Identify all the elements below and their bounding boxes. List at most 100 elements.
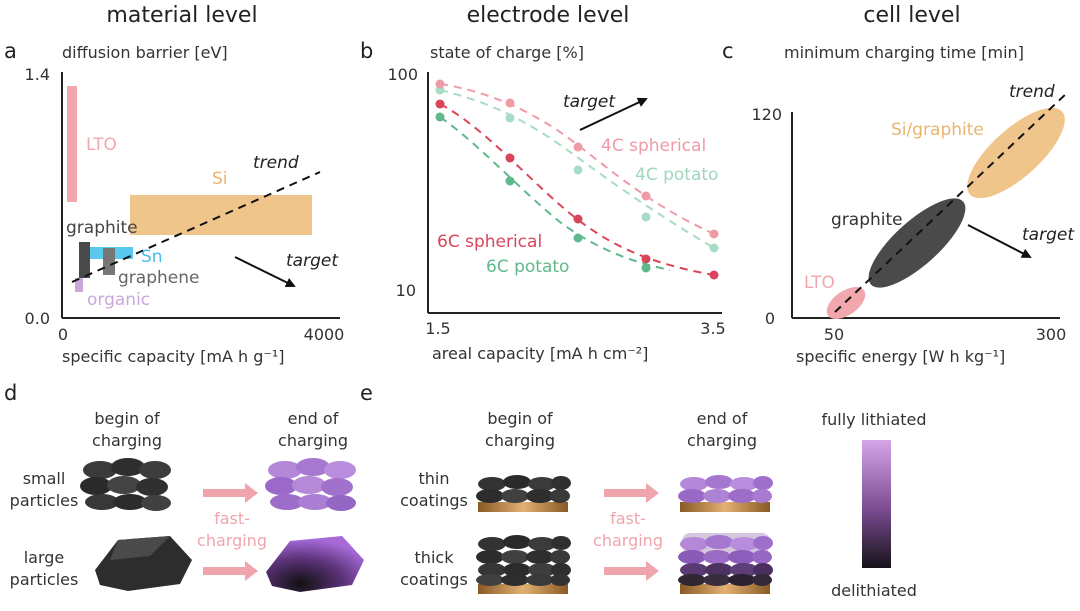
panel-e-end-line1: end of	[697, 409, 748, 428]
panel-b-xtick-left: 1.5	[425, 319, 450, 338]
panel-e-arrow-line1: fast-	[610, 509, 646, 528]
panel-a: a diffusion barrier [eV] 1.4 0.0 0 4000 …	[4, 39, 344, 366]
panel-c-target-label: target	[1022, 225, 1075, 245]
fast-charging-arrow-top-e	[604, 483, 659, 503]
panel-c-label: c	[722, 39, 734, 63]
label-4c-spherical: 4C spherical	[601, 136, 706, 156]
point-4c-potato	[573, 165, 583, 175]
point-4c-spherical	[641, 191, 651, 201]
panel-e: e begin of charging end of charging thin…	[360, 381, 773, 594]
legend-gradient-bar	[862, 440, 891, 568]
panel-a-ytick-bottom: 0.0	[25, 309, 50, 328]
point-6c-potato	[505, 176, 515, 186]
legend-bottom-label: delithiated	[831, 581, 917, 600]
point-4c-potato	[641, 212, 651, 222]
panel-b-ylabel: state of charge [%]	[430, 43, 584, 62]
curve-6c-potato	[439, 116, 671, 271]
panel-b-ytick-bottom: 10	[396, 281, 416, 300]
point-6c-spherical	[505, 153, 515, 163]
panel-e-label: e	[360, 381, 373, 405]
si-graphite-label: Si/graphite	[891, 120, 984, 140]
graphene-bar	[103, 248, 115, 275]
legend-top-label: fully lithiated	[821, 410, 926, 429]
panel-b-xtick-right: 3.5	[700, 319, 725, 338]
panel-a-label: a	[4, 39, 17, 63]
point-6c-spherical	[435, 99, 445, 109]
point-4c-spherical	[709, 229, 719, 239]
panel-e-row2-line1: thick	[415, 548, 455, 567]
panel-b: b state of charge [%] 100 10 1.5 3.5 are…	[360, 39, 726, 363]
point-6c-spherical	[709, 270, 719, 280]
fast-charging-arrow-bottom-e	[604, 561, 659, 581]
panel-b-target-label: target	[563, 92, 616, 112]
fast-charging-arrow-bottom	[203, 561, 258, 581]
point-4c-spherical	[435, 79, 445, 89]
panel-c-trend-line	[834, 91, 1069, 313]
point-4c-spherical	[573, 142, 583, 152]
sn-label: Sn	[141, 247, 163, 267]
si-label: Si	[212, 169, 228, 189]
organic-bar	[75, 278, 83, 292]
panel-e-row2-line2: coatings	[400, 570, 468, 589]
small-particles-dark	[80, 458, 171, 511]
thick-coating-dark	[476, 535, 571, 594]
point-4c-potato	[709, 243, 719, 253]
point-6c-spherical	[641, 254, 651, 264]
panel-a-ylabel: diffusion barrier [eV]	[62, 43, 228, 62]
thin-coating-lithiated	[678, 475, 773, 512]
panel-c-ytick-top: 120	[751, 105, 782, 124]
panel-a-xtick-right: 4000	[304, 325, 345, 344]
curve-6c-spherical	[439, 103, 715, 276]
lto-bar	[67, 86, 77, 202]
panel-c-xtick-right: 300	[1036, 325, 1067, 344]
lithiation-legend: fully lithiated delithiated	[821, 410, 926, 600]
point-4c-spherical	[505, 98, 515, 108]
panel-d-end-line1: end of	[288, 409, 339, 428]
curve-4c-spherical	[439, 83, 715, 235]
panel-a-target-label: target	[286, 251, 339, 271]
header-electrode: electrode level	[467, 3, 630, 28]
panel-e-row1-line2: coatings	[400, 491, 468, 510]
panel-e-arrow-line2: charging	[593, 531, 663, 550]
header-cell: cell level	[863, 3, 960, 28]
header-material: material level	[106, 3, 257, 28]
panel-d-row1-line2: particles	[10, 491, 79, 510]
panel-a-trend-line	[71, 171, 321, 283]
panel-c-ytick-bottom: 0	[765, 309, 775, 328]
curve-4c-potato	[439, 89, 715, 249]
panel-d-row2-line2: particles	[10, 570, 79, 589]
panel-e-begin-line2: charging	[485, 431, 555, 450]
label-6c-potato: 6C potato	[486, 257, 569, 277]
panel-d-row2-line1: large	[24, 548, 65, 567]
fast-charging-arrow-top	[203, 483, 258, 503]
small-particles-lithiated	[265, 458, 356, 511]
point-6c-spherical	[573, 214, 583, 224]
si-graphite-ellipse	[967, 107, 1065, 199]
lto-label-c: LTO	[804, 273, 835, 293]
panel-c-xtick-left: 50	[824, 325, 844, 344]
panel-e-end-line2: charging	[687, 431, 757, 450]
thick-coating-lithiated	[678, 533, 773, 594]
lto-label: LTO	[86, 135, 117, 155]
panel-c-ylabel: minimum charging time [min]	[784, 43, 1024, 62]
panel-a-xtick-left: 0	[58, 325, 68, 344]
panel-e-begin-line1: begin of	[487, 409, 553, 428]
panel-c-trend-label: trend	[1009, 82, 1055, 102]
panel-d-arrow-line2: charging	[197, 531, 267, 550]
panel-b-ytick-top: 100	[387, 65, 418, 84]
panel-d-end-line2: charging	[278, 431, 348, 450]
point-4c-potato	[505, 113, 515, 123]
organic-label: organic	[87, 290, 150, 310]
panel-a-trend-label: trend	[253, 153, 299, 173]
point-6c-potato	[573, 233, 583, 243]
panel-d-label: d	[4, 381, 17, 405]
graphite-label-c: graphite	[831, 210, 903, 230]
panel-b-label: b	[360, 39, 373, 63]
graphene-label: graphene	[118, 268, 199, 288]
panel-d-arrow-line1: fast-	[214, 509, 250, 528]
si-bar	[130, 195, 312, 235]
panel-e-row1-line1: thin	[419, 469, 450, 488]
large-particle-lithiated	[266, 536, 364, 592]
panel-b-target-arrow	[579, 97, 648, 131]
